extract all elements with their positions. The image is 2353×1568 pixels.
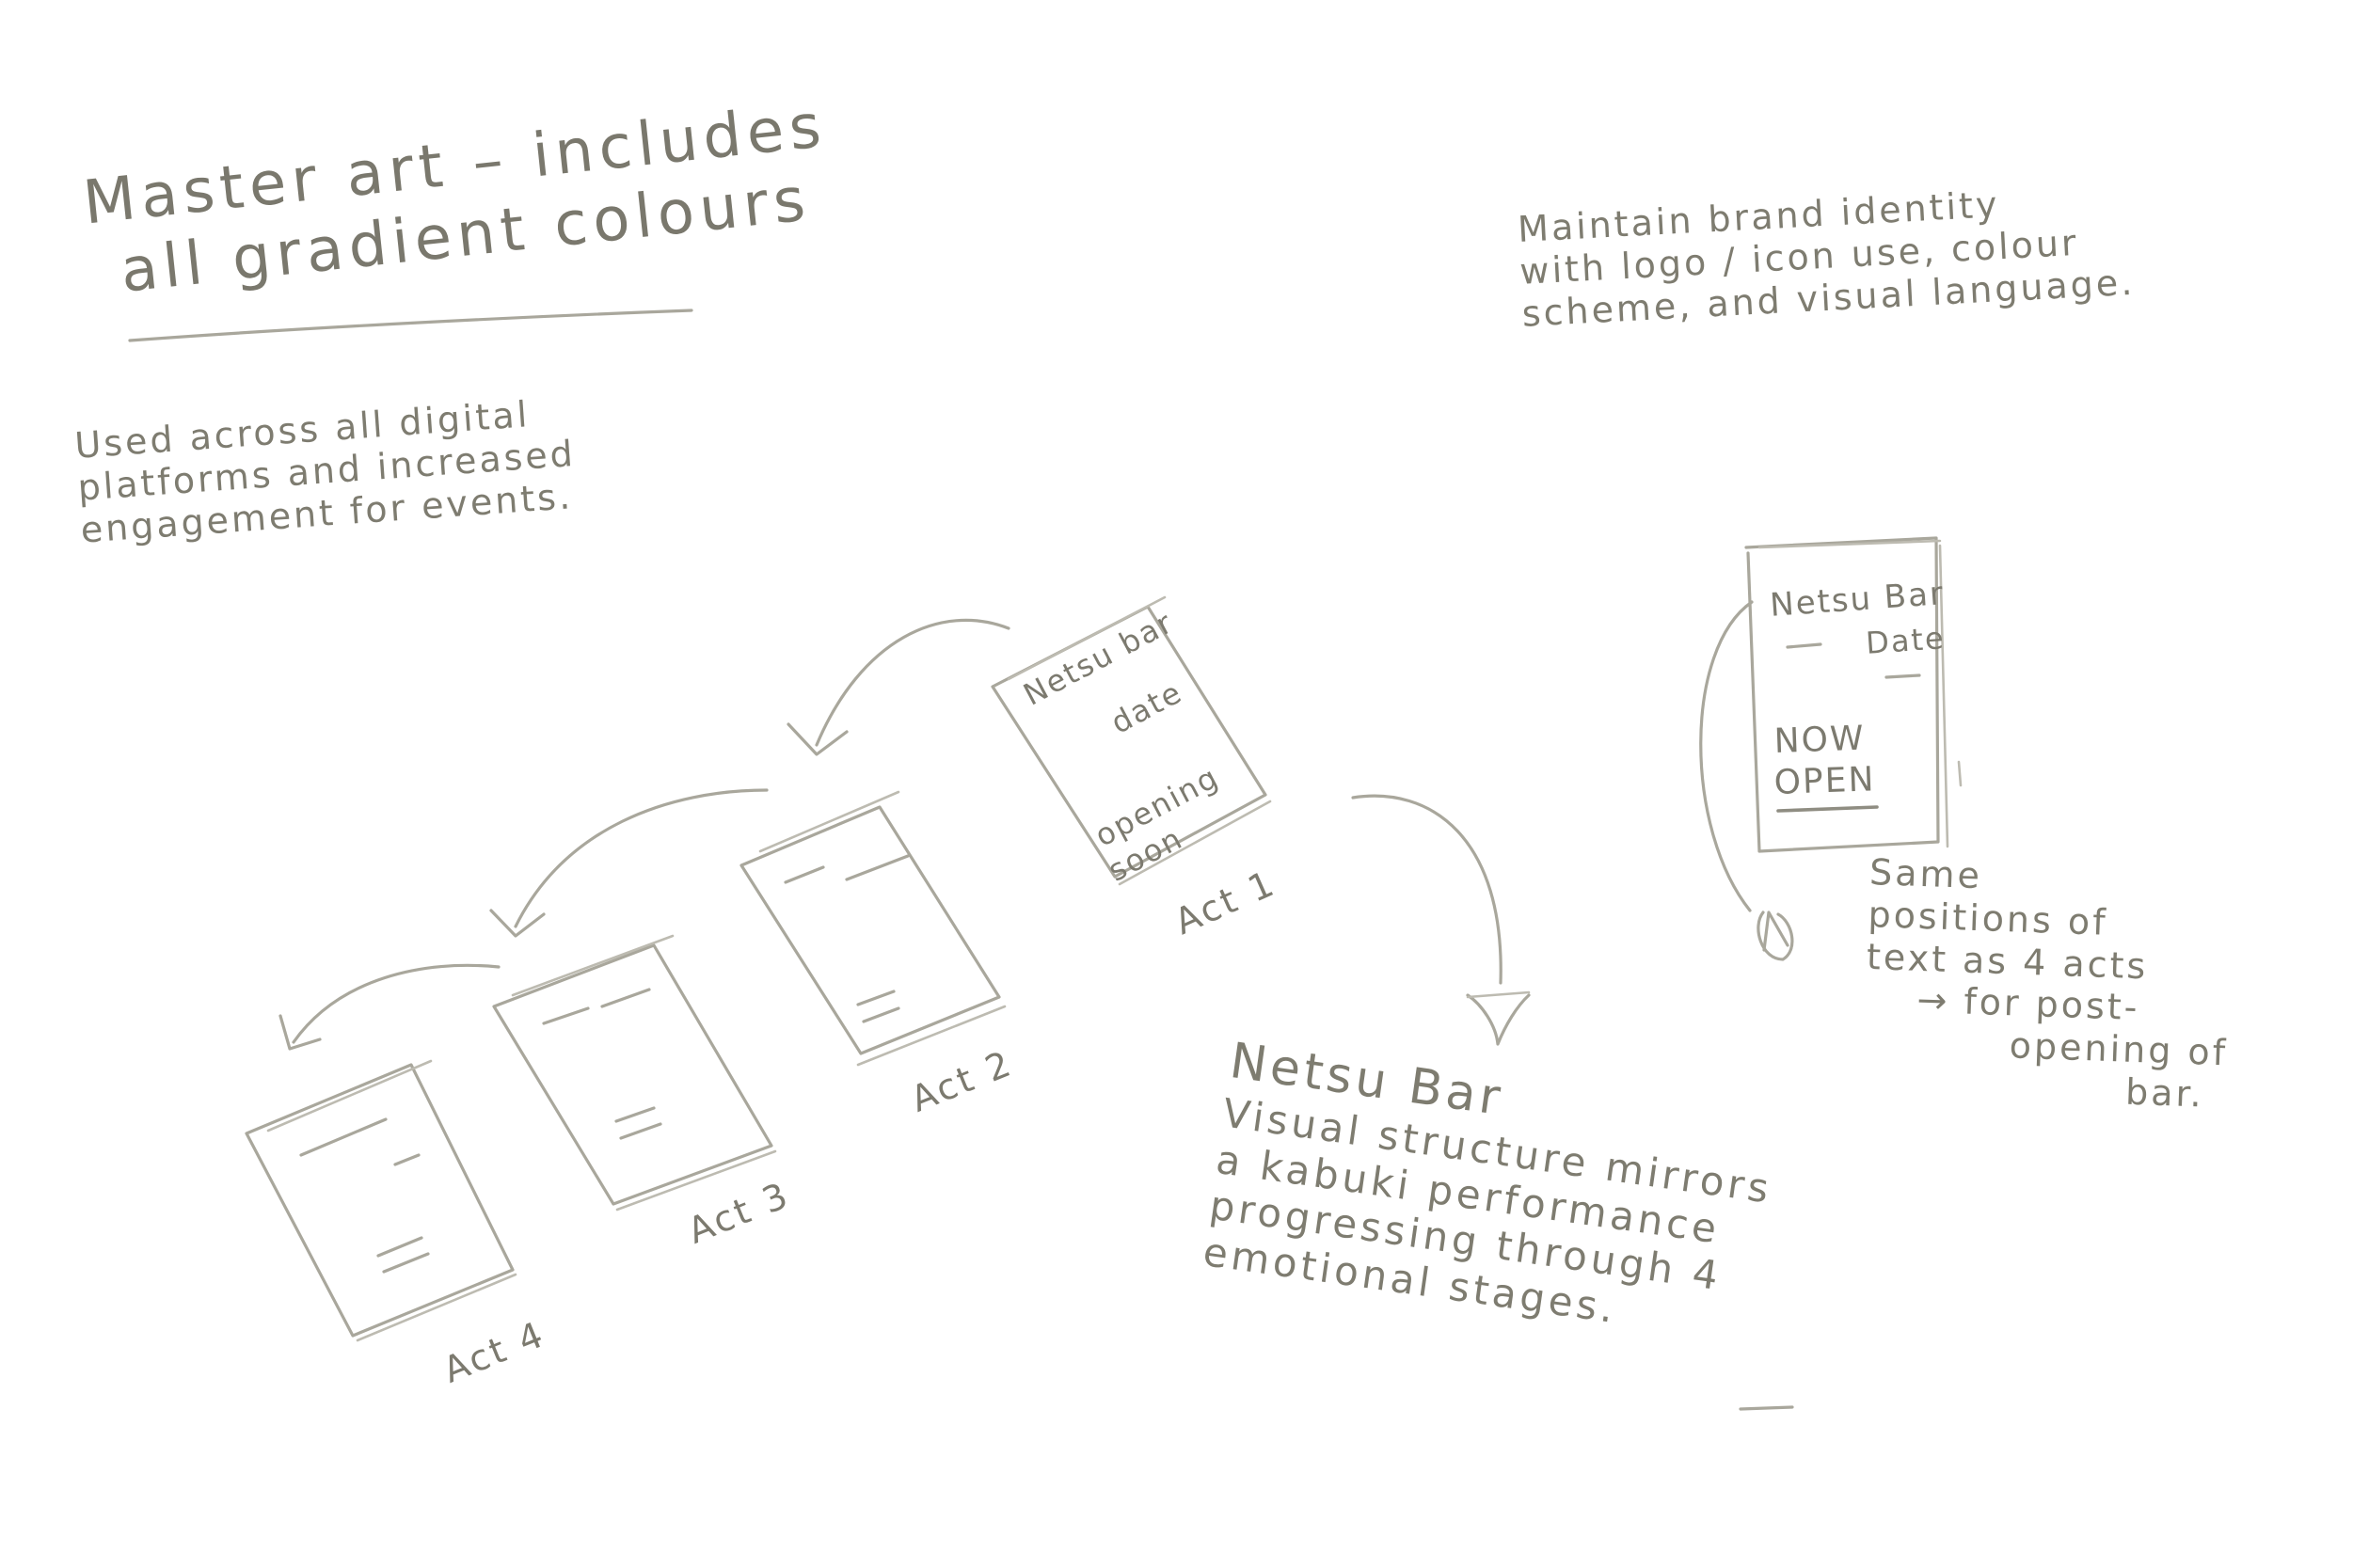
post-card-date: Date: [1864, 620, 1947, 661]
act4-card: [245, 1059, 517, 1342]
act2-to-act3-arrow: [489, 788, 769, 938]
act3-to-act4-arrow: [278, 963, 501, 1051]
act2-card: [739, 790, 1007, 1067]
act1-card: [991, 595, 1272, 886]
post-opening-note: Same positions of text as 4 acts → for p…: [1862, 851, 2234, 1117]
act3-card: [492, 934, 777, 1212]
post-opening-arrow: [1699, 600, 1794, 961]
post-card-now: NOW: [1773, 719, 1867, 761]
post-card-open: OPEN: [1773, 760, 1877, 802]
act1-to-structure-arrow: [1351, 794, 1531, 1046]
post-opening-card: [1744, 536, 1963, 853]
act1-to-act2-arrow: [787, 618, 1010, 756]
master-art-underline: [128, 309, 693, 342]
structure-underline: [1739, 1405, 1794, 1411]
